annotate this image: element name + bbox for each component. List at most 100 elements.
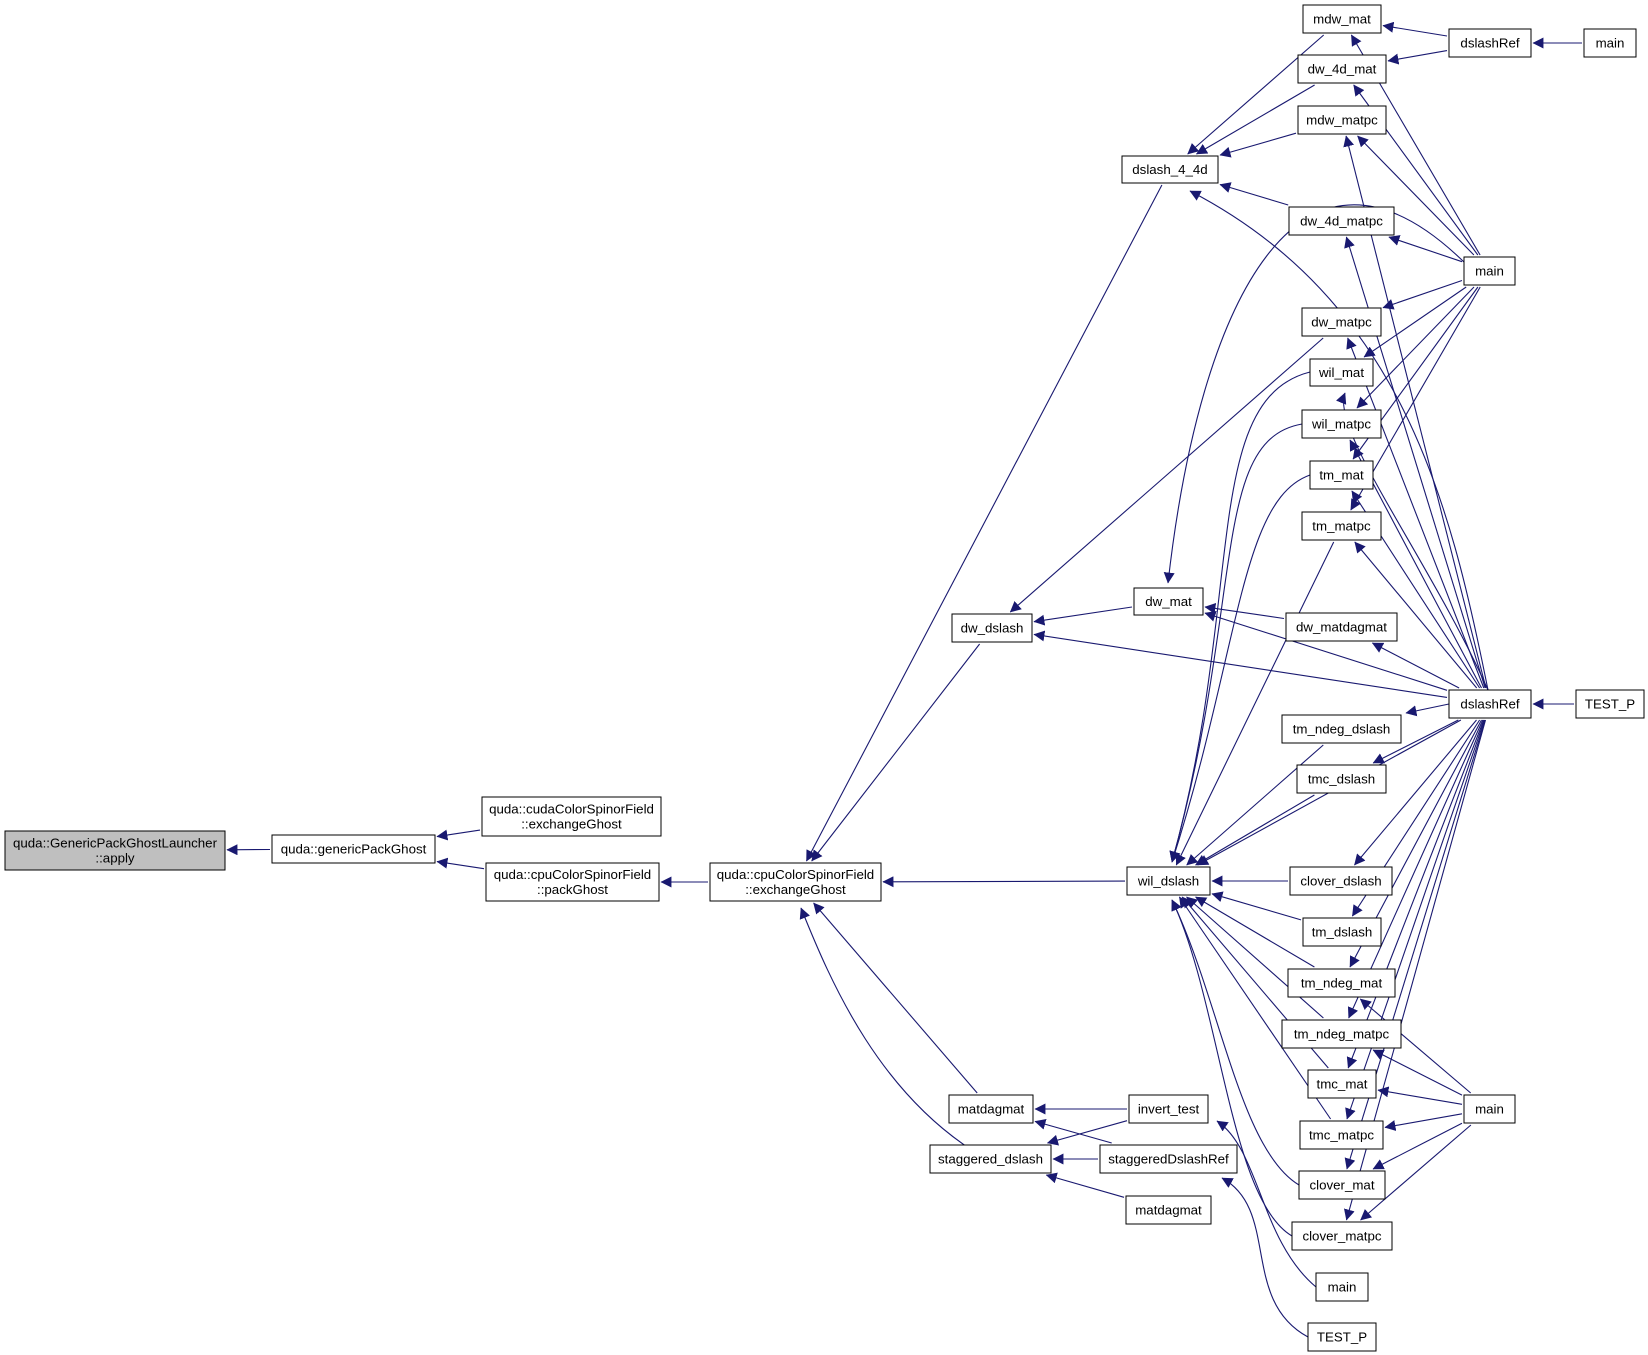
node-dw_mat[interactable]: dw_mat — [1133, 587, 1204, 616]
edges-layer — [226, 21, 1582, 1338]
node-label: dw_matdagmat — [1296, 620, 1387, 635]
node-box — [4, 830, 226, 871]
node-label: dslashRef — [1460, 36, 1519, 51]
edge-mdw_matpc-to-dslash_4_4d — [1219, 132, 1297, 158]
node-box — [485, 862, 660, 902]
node-tmc_mat[interactable]: tmc_mat — [1307, 1069, 1377, 1099]
node-dslashRef_mid[interactable]: dslashRef — [1448, 689, 1532, 719]
node-cudaExchangeGhost[interactable]: quda::cudaColorSpinorField::exchangeGhos… — [481, 796, 662, 837]
node-box — [1287, 968, 1396, 998]
node-label: staggeredDslashRef — [1108, 1152, 1229, 1167]
edge-staggeredDslashRef-to-matdagmat1 — [1034, 1118, 1112, 1144]
node-box — [1289, 866, 1393, 896]
node-clover_dslash[interactable]: clover_dslash — [1289, 866, 1393, 896]
node-mdw_mat[interactable]: mdw_mat — [1302, 4, 1382, 34]
node-box — [1285, 612, 1398, 642]
node-clover_matpc[interactable]: clover_matpc — [1291, 1221, 1393, 1251]
node-wil_matpc[interactable]: wil_matpc — [1301, 409, 1382, 439]
node-box — [1288, 206, 1395, 236]
node-box — [1309, 358, 1374, 387]
node-main_mid[interactable]: main — [1463, 256, 1516, 286]
edge-main_mid-to-wil_mat — [1363, 286, 1467, 358]
edge-main_low-to-clover_matpc — [1360, 1124, 1472, 1221]
node-invert_test[interactable]: invert_test — [1128, 1094, 1209, 1124]
node-box — [481, 796, 662, 837]
node-tmc_dslash[interactable]: tmc_dslash — [1296, 764, 1387, 794]
node-clover_mat[interactable]: clover_mat — [1298, 1170, 1386, 1200]
edge-dslashRef_mid-to-dw_matdagmat — [1371, 642, 1460, 689]
node-dslashRef_top[interactable]: dslashRef — [1448, 28, 1532, 58]
node-wil_dslash[interactable]: wil_dslash — [1126, 866, 1211, 896]
edge-dslashRef_mid-to-dw_matpc — [1346, 337, 1485, 689]
node-label: quda::cudaColorSpinorField — [489, 802, 654, 817]
node-box — [1575, 689, 1645, 719]
node-box — [948, 1094, 1034, 1124]
node-label: wil_dslash — [1137, 874, 1199, 889]
node-cpuExchangeGhost[interactable]: quda::cpuColorSpinorField::exchangeGhost — [709, 862, 882, 902]
node-label: quda::cpuColorSpinorField — [494, 867, 651, 882]
edge-dslashRef_mid-to-tmc_matpc — [1345, 719, 1486, 1120]
edge-test_p_bl-to-staggeredDslashRef — [1221, 1177, 1309, 1338]
node-dslash_4_4d[interactable]: dslash_4_4d — [1121, 155, 1219, 184]
node-dw_dslash[interactable]: dw_dslash — [951, 613, 1033, 643]
edge-main_mid-to-wil_matpc — [1356, 286, 1475, 409]
node-box — [1448, 689, 1532, 719]
node-box — [1301, 307, 1382, 337]
node-tm_ndeg_mat[interactable]: tm_ndeg_mat — [1287, 968, 1396, 998]
node-tm_ndeg_matpc[interactable]: tm_ndeg_matpc — [1281, 1019, 1402, 1049]
node-mdw_matpc[interactable]: mdw_matpc — [1297, 105, 1387, 135]
node-matdagmat1[interactable]: matdagmat — [948, 1094, 1034, 1124]
node-label: matdagmat — [958, 1102, 1025, 1117]
edge-main_low-to-tm_ndeg_mat — [1359, 998, 1472, 1094]
node-tm_mat[interactable]: tm_mat — [1309, 460, 1374, 490]
edge-dslashRef_mid-to-dw_dslash — [1033, 630, 1448, 698]
node-main_top[interactable]: main — [1583, 28, 1637, 58]
edge-main_bl-to-invert_test — [1216, 1120, 1317, 1288]
node-label: clover_mat — [1309, 1178, 1374, 1193]
nodes-layer: quda::GenericPackGhostLauncher::applyqud… — [4, 4, 1645, 1352]
node-test_p_bl[interactable]: TEST_P — [1307, 1322, 1377, 1352]
edge-tm_ndeg_mat-to-wil_dslash — [1195, 896, 1315, 968]
node-wil_mat[interactable]: wil_mat — [1309, 358, 1374, 387]
node-label: mdw_matpc — [1306, 113, 1378, 128]
node-box — [1299, 1120, 1384, 1150]
node-box — [1128, 1094, 1209, 1124]
node-box — [1309, 460, 1374, 490]
node-box — [1133, 587, 1204, 616]
edge-main_mid-to-dw_mat — [1163, 204, 1467, 584]
node-box — [1583, 28, 1637, 58]
node-dw_4d_matpc[interactable]: dw_4d_matpc — [1288, 206, 1395, 236]
node-main_bl[interactable]: main — [1315, 1272, 1369, 1302]
edge-invert_test-to-staggered_dslash — [1046, 1120, 1128, 1146]
node-cpuPackGhost[interactable]: quda::cpuColorSpinorField::packGhost — [485, 862, 660, 902]
node-tm_dslash[interactable]: tm_dslash — [1302, 917, 1382, 947]
edge-dslashRef_mid-to-tm_ndeg_dslash — [1405, 703, 1450, 717]
node-main_low[interactable]: main — [1463, 1094, 1516, 1124]
node-box — [1291, 1221, 1393, 1251]
edge-dw_4d_matpc-to-dslash_4_4d — [1219, 182, 1289, 206]
edge-dslashRef_mid-to-tm_matpc — [1354, 541, 1478, 689]
node-label: dw_mat — [1145, 594, 1192, 609]
node-dw_4d_mat[interactable]: dw_4d_mat — [1297, 54, 1387, 84]
node-box — [1281, 1019, 1402, 1049]
node-tm_ndeg_dslash[interactable]: tm_ndeg_dslash — [1281, 714, 1402, 744]
node-box — [1125, 1195, 1212, 1225]
node-label: dslashRef — [1460, 697, 1519, 712]
edge-clover_mat-to-wil_dslash — [1171, 899, 1300, 1186]
node-matdagmat2[interactable]: matdagmat — [1125, 1195, 1212, 1225]
node-apply[interactable]: quda::GenericPackGhostLauncher::apply — [4, 830, 226, 871]
node-tm_matpc[interactable]: tm_matpc — [1301, 511, 1382, 541]
node-box — [1126, 866, 1211, 896]
edge-dslash_4_4d-to-cpuExchangeGhost — [806, 184, 1163, 862]
node-box — [929, 1144, 1052, 1174]
node-staggered_dslash[interactable]: staggered_dslash — [929, 1144, 1052, 1174]
node-dw_matdagmat[interactable]: dw_matdagmat — [1285, 612, 1398, 642]
node-genericPackGhost[interactable]: quda::genericPackGhost — [271, 834, 436, 864]
node-box — [1298, 1170, 1386, 1200]
node-dw_matpc[interactable]: dw_matpc — [1301, 307, 1382, 337]
node-label: mdw_mat — [1313, 12, 1371, 27]
node-tmc_matpc[interactable]: tmc_matpc — [1299, 1120, 1384, 1150]
node-label: tm_ndeg_mat — [1301, 976, 1383, 991]
node-staggeredDslashRef[interactable]: staggeredDslashRef — [1099, 1144, 1238, 1174]
node-test_p_right[interactable]: TEST_P — [1575, 689, 1645, 719]
